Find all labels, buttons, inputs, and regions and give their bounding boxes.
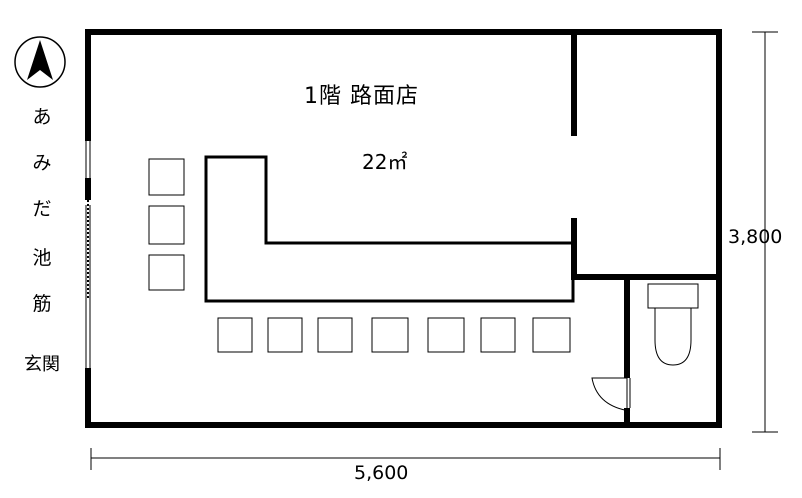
seats-bottom (217, 317, 571, 353)
outer-walls (85, 29, 722, 428)
street-name-char: あ (32, 106, 52, 128)
street-name-char: み (32, 152, 52, 174)
height-dimension-line (752, 31, 778, 433)
partition-walls (571, 33, 721, 424)
toilet-icon (647, 283, 699, 366)
street-name-char: 池 (32, 247, 52, 269)
width-dimension-line (90, 448, 721, 470)
height-dimension-label: 3,800 (728, 226, 783, 248)
floor-title: 1階 路面店 (304, 84, 419, 109)
north-arrow-icon (14, 36, 66, 88)
door-swing-icon (591, 377, 631, 412)
street-name-char: 筋 (32, 293, 52, 315)
seats-left (148, 158, 185, 291)
entrance-label: 玄関 (24, 354, 60, 375)
street-name-char: だ (32, 198, 52, 220)
counter (204, 155, 575, 303)
entrance-opening (85, 141, 91, 368)
floor-area: 22㎡ (362, 150, 408, 174)
width-dimension-label: 5,600 (354, 462, 409, 484)
